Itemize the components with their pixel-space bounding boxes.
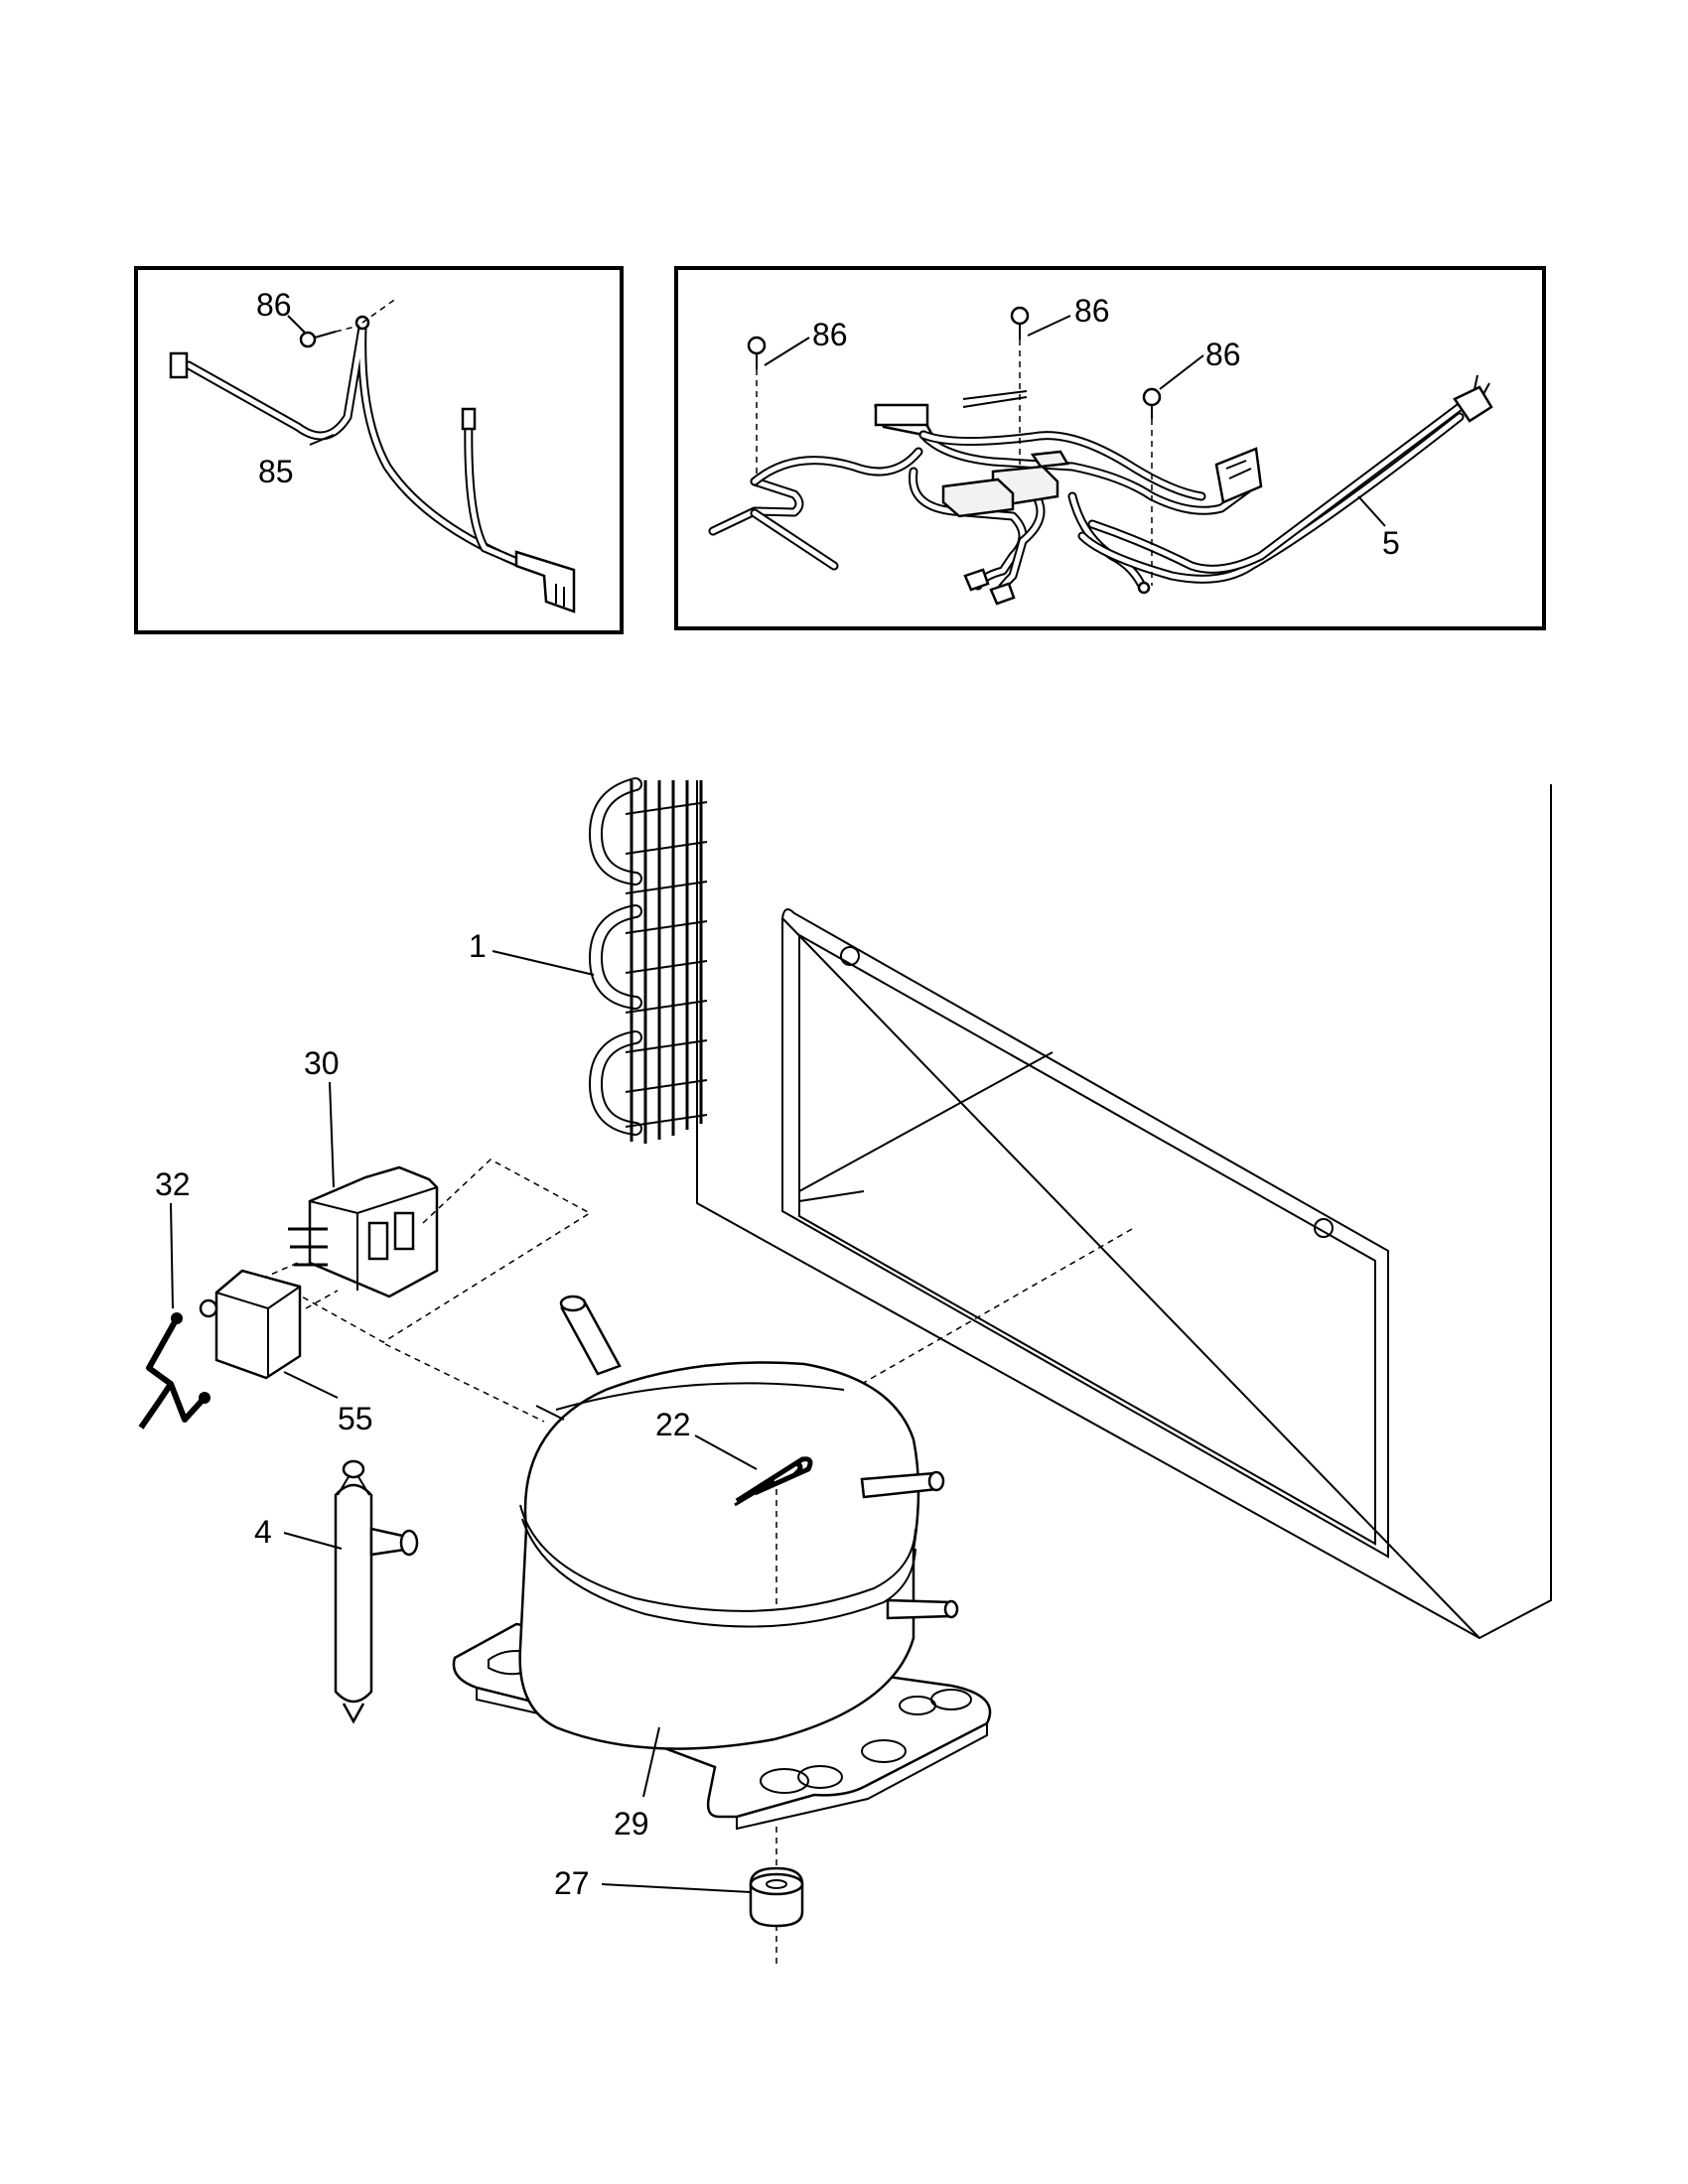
leader-30 <box>329 1081 335 1188</box>
label-4: 4 <box>254 1514 272 1550</box>
label-32: 32 <box>155 1166 191 1202</box>
leader-86-tr-left <box>764 337 810 366</box>
inset-frame-right <box>674 266 1546 630</box>
label-29: 29 <box>614 1806 649 1842</box>
leader-27 <box>601 1883 752 1893</box>
leader-86-tr-mid <box>1027 315 1071 337</box>
condenser-coil-1 <box>589 777 708 1144</box>
relay-bracket-30 <box>288 1165 439 1298</box>
inset-frame-left <box>134 266 624 634</box>
clamp-22 <box>734 1456 813 1507</box>
leader-1 <box>492 950 595 976</box>
label-86-tr-mid: 86 <box>1074 293 1110 329</box>
label-1: 1 <box>469 928 487 964</box>
label-86-tr-left: 86 <box>812 317 848 352</box>
screw-86-tr-right <box>1142 387 1162 586</box>
leader-22 <box>694 1434 758 1470</box>
leader-compressor-top <box>535 1405 565 1421</box>
screw-86-tr-left <box>747 336 767 478</box>
inset-wire-harness: 86 85 <box>134 266 624 634</box>
leader-32 <box>170 1202 174 1309</box>
label-86-tl: 86 <box>256 287 292 323</box>
label-86-tr-right: 86 <box>1205 337 1241 372</box>
leader-4 <box>283 1532 343 1550</box>
clip-32 <box>138 1312 211 1430</box>
mounting-outline <box>264 1159 592 1423</box>
overload-relay-55 <box>199 1269 302 1380</box>
grommet-27 <box>749 1866 804 1928</box>
wire-harness-85 <box>169 297 576 614</box>
label-30: 30 <box>304 1045 340 1081</box>
leader-85 <box>309 434 335 446</box>
leader-86-tr-right <box>1159 354 1204 390</box>
label-5: 5 <box>1382 525 1400 561</box>
label-27: 27 <box>554 1865 590 1901</box>
leader-55 <box>283 1371 339 1399</box>
label-85: 85 <box>258 454 294 489</box>
compressor-29 <box>452 1295 992 1966</box>
screw-86-left-inset <box>299 325 360 348</box>
label-22: 22 <box>655 1407 691 1442</box>
filter-drier-4 <box>334 1459 419 1724</box>
screw-86-tr-mid <box>1010 306 1030 465</box>
leader-5 <box>1357 495 1386 527</box>
label-55: 55 <box>338 1401 373 1436</box>
leader-29 <box>642 1726 660 1798</box>
leader-86-tl <box>287 315 307 335</box>
cabinet-outline <box>696 780 1552 1640</box>
power-cord-5 <box>708 374 1493 606</box>
inset-power-cord: 86 86 86 5 <box>674 266 1546 630</box>
